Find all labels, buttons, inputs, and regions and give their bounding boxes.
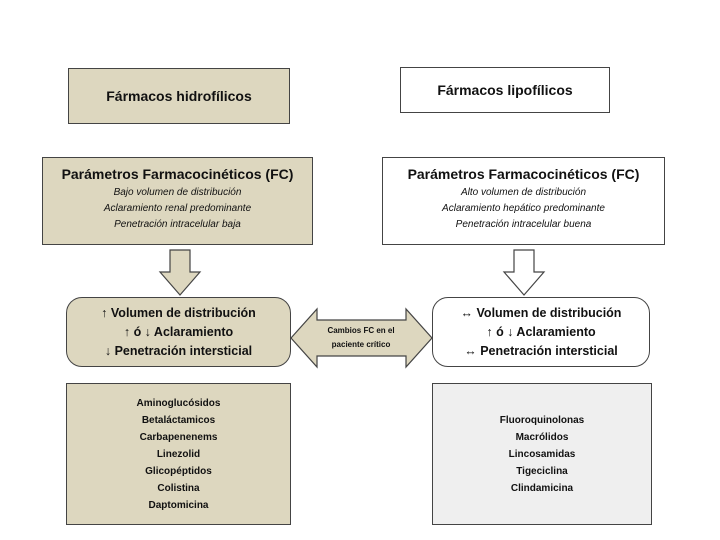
- double-arrow: [290, 307, 433, 369]
- hydrophilic-title-box: Fármacos hidrofílicos: [68, 68, 290, 124]
- hydrophilic-drug-4: Linezolid: [156, 448, 201, 460]
- lipophilic-effect-2: ↑ ó ↓ Aclaramiento: [486, 324, 596, 339]
- lipophilic-down-arrow: [502, 249, 546, 296]
- lipophilic-params-title: Parámetros Farmacocinéticos (FC): [407, 166, 640, 182]
- lipophilic-drug-3: Lincosamidas: [508, 448, 576, 460]
- lipophilic-title-box: Fármacos lipofílicos: [400, 67, 610, 113]
- hydrophilic-params-title: Parámetros Farmacocinéticos (FC): [61, 166, 294, 182]
- lipophilic-param-1: Alto volumen de distribución: [460, 187, 587, 198]
- hydrophilic-drug-1: Aminoglucósidos: [136, 397, 221, 409]
- hydrophilic-effect-2: ↑ ó ↓ Aclaramiento: [123, 324, 234, 339]
- hydrophilic-down-arrow: [158, 249, 202, 296]
- lipophilic-drug-4: Tigeciclina: [516, 465, 568, 477]
- hydrophilic-drug-5: Glicopéptidos: [145, 465, 212, 477]
- lipophilic-drug-5: Clindamicina: [510, 482, 574, 494]
- hydrophilic-effect-1: ↑ Volumen de distribución: [101, 305, 256, 320]
- hydrophilic-drug-3: Carbapenenems: [139, 431, 218, 443]
- hydrophilic-effects-box: ↑ Volumen de distribución ↑ ó ↓ Aclarami…: [66, 297, 291, 367]
- hydrophilic-drug-7: Daptomicina: [148, 499, 209, 511]
- lipophilic-effects-box: ↔ Volumen de distribución ↑ ó ↓ Aclarami…: [432, 297, 650, 367]
- lipophilic-effect-1: ↔ Volumen de distribución: [460, 305, 622, 320]
- lipophilic-drugs-box: Fluoroquinolonas Macrólidos Lincosamidas…: [432, 383, 652, 525]
- lipophilic-drug-1: Fluoroquinolonas: [499, 414, 585, 426]
- lipophilic-drug-2: Macrólidos: [515, 431, 569, 443]
- hydrophilic-param-1: Bajo volumen de distribución: [113, 187, 242, 198]
- hydrophilic-drugs-box: Aminoglucósidos Betaláctamicos Carbapene…: [66, 383, 291, 525]
- lipophilic-title: Fármacos lipofílicos: [437, 82, 573, 98]
- lipophilic-param-3: Penetración intracelular buena: [455, 219, 592, 230]
- critical-patient-label-line2: paciente crítico: [331, 340, 391, 349]
- hydrophilic-drug-6: Colistina: [157, 482, 200, 494]
- hydrophilic-drug-2: Betaláctamicos: [141, 414, 216, 426]
- lipophilic-params-box: Parámetros Farmacocinéticos (FC) Alto vo…: [382, 157, 665, 245]
- hydrophilic-param-3: Penetración intracelular baja: [114, 219, 241, 230]
- critical-patient-label: Cambios FC en el paciente crítico: [303, 320, 419, 356]
- lipophilic-param-2: Aclaramiento hepático predominante: [442, 203, 605, 214]
- critical-patient-label-line1: Cambios FC en el: [327, 326, 395, 335]
- lipophilic-effect-3: ↔ Penetración intersticial: [464, 343, 618, 358]
- hydrophilic-title: Fármacos hidrofílicos: [106, 88, 252, 104]
- hydrophilic-param-2: Aclaramiento renal predominante: [103, 203, 252, 214]
- hydrophilic-params-box: Parámetros Farmacocinéticos (FC) Bajo vo…: [42, 157, 313, 245]
- hydrophilic-effect-3: ↓ Penetración intersticial: [104, 343, 253, 358]
